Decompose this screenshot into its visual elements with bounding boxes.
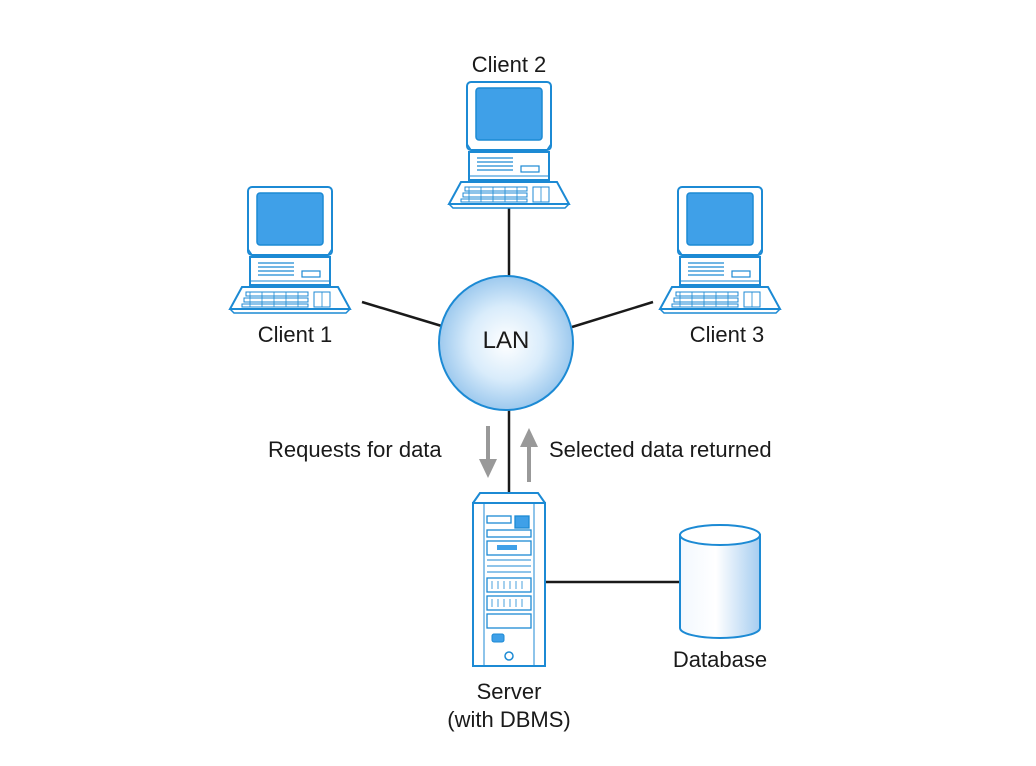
request-flow-label: Requests for data	[268, 437, 442, 462]
lan-label: LAN	[482, 327, 530, 354]
server-label-line1: Server	[476, 679, 542, 704]
client1-label: Client 1	[257, 322, 333, 347]
lan-circle	[438, 275, 574, 411]
server-icon	[472, 492, 546, 667]
response-arrow-icon	[520, 428, 538, 482]
client3-computer-icon	[659, 186, 781, 314]
server-label: Server (with DBMS)	[447, 678, 570, 734]
response-flow-label: Selected data returned	[549, 437, 772, 462]
client2-label: Client 2	[471, 52, 547, 77]
client2-computer-icon	[448, 81, 570, 209]
link-client1-lan	[361, 300, 446, 329]
database-icon	[679, 524, 761, 639]
client3-label: Client 3	[689, 322, 765, 347]
database-label: Database	[672, 647, 768, 672]
link-client3-lan	[571, 300, 654, 329]
server-label-line2: (with DBMS)	[447, 707, 571, 732]
client1-computer-icon	[229, 186, 351, 314]
request-arrow-icon	[479, 426, 497, 478]
